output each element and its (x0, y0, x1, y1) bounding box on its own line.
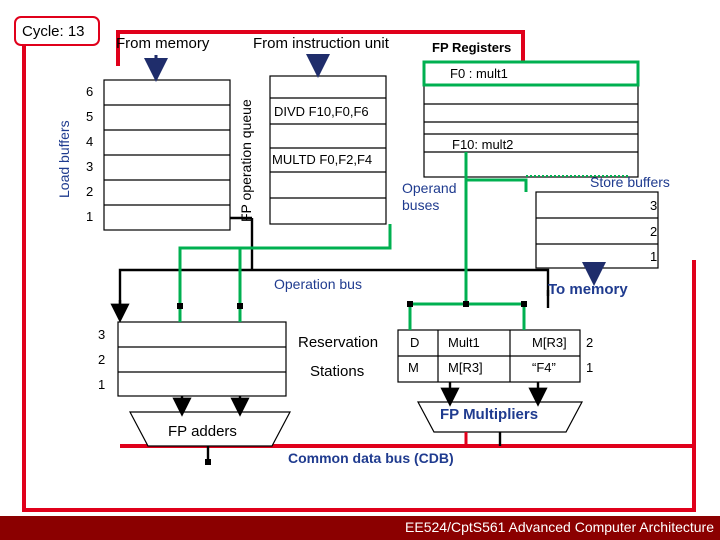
mult-rs-1-vj: Mult1 (448, 335, 480, 350)
load-row-4: 4 (86, 134, 94, 149)
load-row-5: 5 (86, 109, 94, 124)
store-row-1: 1 (650, 249, 658, 264)
fp-operation-queue (269, 75, 387, 225)
operand-buses-label: Operand buses (402, 180, 457, 213)
queue-entry-divd: DIVD F10,F0,F6 (274, 104, 369, 119)
register-f10: F10: mult2 (452, 137, 514, 152)
load-row-1: 1 (86, 209, 94, 224)
load-buffers-label: Load buffers (56, 120, 72, 198)
store-row-2: 2 (650, 224, 658, 239)
adder-row-1: 1 (98, 377, 106, 392)
fp-operation-queue-label: FP operation queue (238, 99, 254, 222)
footer-text: EE524/CptS561 Advanced Computer Architec… (405, 519, 714, 535)
register-f0: F0 : mult1 (450, 66, 508, 81)
adder-row-2: 2 (98, 352, 106, 367)
to-memory-label: To memory (548, 281, 628, 298)
adder-row-3: 3 (98, 327, 106, 342)
stations-label: Stations (310, 363, 365, 380)
load-row-6: 6 (86, 84, 94, 99)
multiplier-reservation-stations (397, 329, 581, 383)
mult-rs-2-idx: 1 (586, 360, 594, 375)
fp-registers-label: FP Registers (432, 40, 512, 55)
store-buffers-label: Store buffers (590, 174, 670, 190)
store-row-3: 3 (650, 198, 658, 213)
mult-rs-1-op: D (410, 335, 420, 350)
load-row-2: 2 (86, 184, 94, 199)
load-buffers (103, 79, 231, 231)
operation-bus-label: Operation bus (274, 276, 362, 292)
reservation-label: Reservation (298, 334, 379, 351)
fp-multipliers-unit (417, 401, 583, 433)
cycle-counter: Cycle: 13 (14, 16, 100, 46)
mult-rs-1-idx: 2 (586, 335, 594, 350)
cycle-label: Cycle: 13 (22, 23, 85, 40)
mult-rs-2-vk: “F4” (532, 360, 556, 375)
store-buffers (535, 191, 659, 269)
load-row-3: 3 (86, 159, 94, 174)
from-memory-label: From memory (116, 35, 210, 52)
mult-rs-1-vk: M[R3] (532, 335, 567, 350)
adder-reservation-stations (117, 321, 287, 397)
operand-buses (178, 152, 528, 330)
mult-rs-2-vj: M[R3] (448, 360, 483, 375)
bus-junctions (177, 301, 527, 465)
cdb-label: Common data bus (CDB) (288, 450, 454, 466)
fp-adders-label: FP adders (168, 423, 237, 440)
fp-registers-file (423, 61, 639, 178)
mult-rs-2-op: M (408, 360, 419, 375)
from-instruction-unit-label: From instruction unit (253, 35, 389, 52)
registers-highlight (422, 60, 640, 87)
fp-multipliers-label: FP Multipliers (440, 406, 539, 423)
footer-bar: EE524/CptS561 Advanced Computer Architec… (0, 516, 720, 540)
queue-entry-multd: MULTD F0,F2,F4 (272, 152, 373, 167)
